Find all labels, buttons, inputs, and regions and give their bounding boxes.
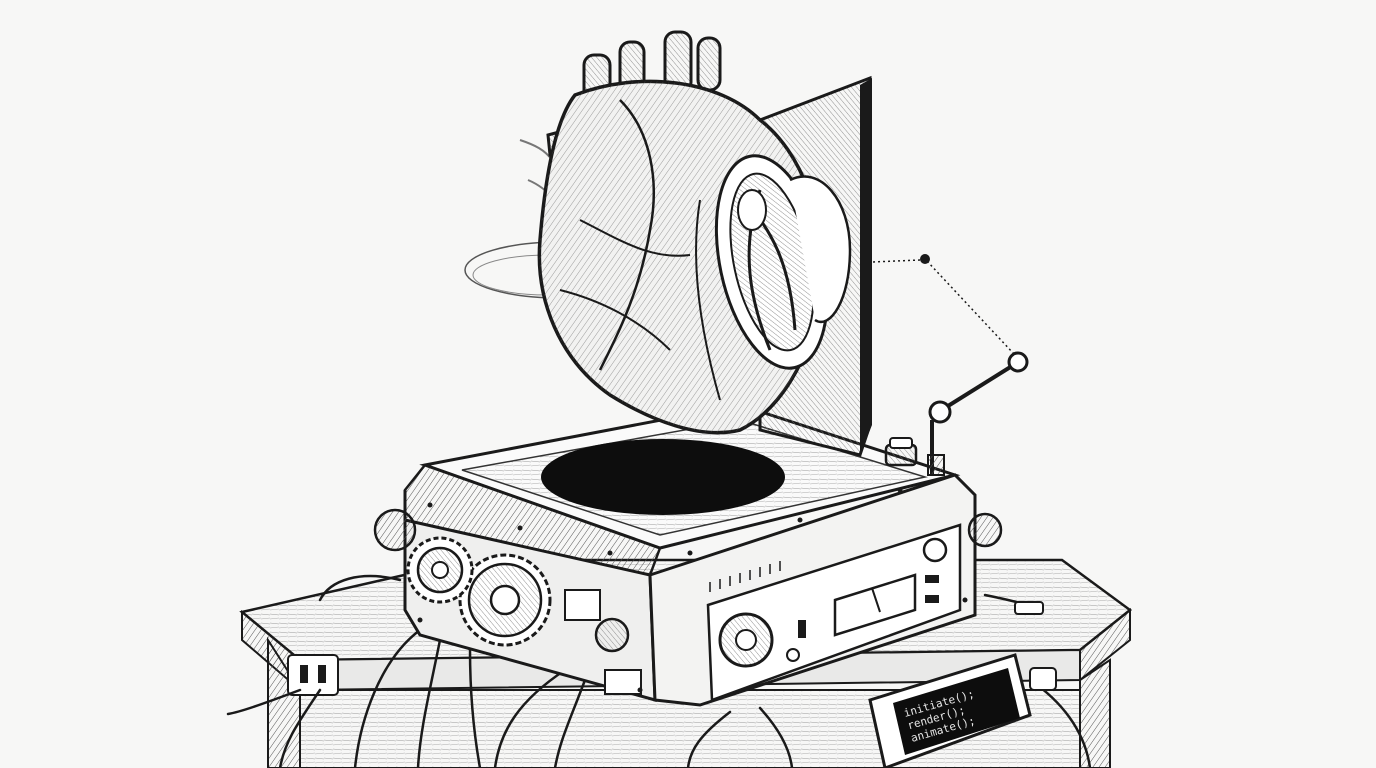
toggle-switch — [925, 595, 939, 603]
gear-icon — [458, 553, 552, 647]
toggle-switch — [925, 575, 939, 583]
projection-aperture — [541, 439, 785, 515]
terminal-screen-icon: initiate(); render(); animate(); — [868, 653, 1032, 768]
antenna-arm-icon — [871, 254, 1029, 476]
terminal-screen — [893, 668, 1020, 755]
meter — [564, 589, 601, 621]
vessel — [696, 36, 722, 92]
anatomical-heart-icon — [464, 30, 852, 435]
gauge-display — [833, 573, 917, 637]
cable-plug — [1014, 601, 1044, 615]
knob — [922, 537, 948, 563]
gear-icon — [406, 536, 474, 604]
cable-plug — [1029, 667, 1057, 691]
knob — [594, 617, 630, 653]
top-knob — [884, 437, 918, 467]
power-socket — [287, 654, 339, 696]
